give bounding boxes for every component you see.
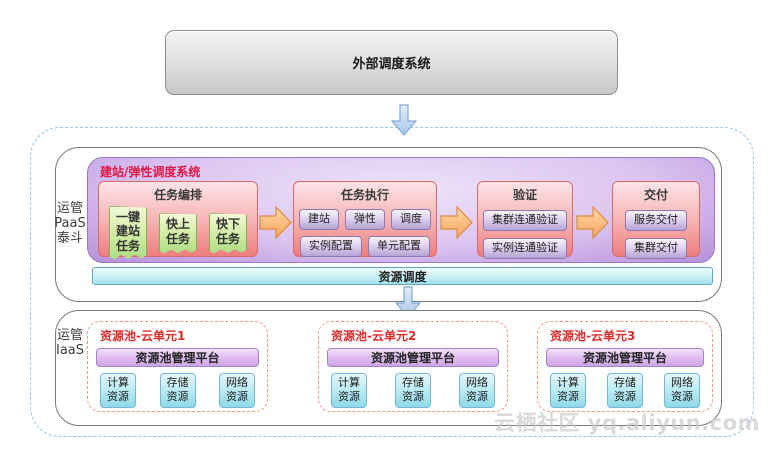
paas-side-label-line: 运管 [56, 201, 83, 216]
flow-arrow-icon [576, 205, 609, 240]
pool-management-platform: 资源池管理平台 [96, 348, 259, 367]
unit-title: 资源池-云单元3 [550, 329, 636, 343]
stage-delivery: 交付 服务交付 集群交付 [612, 181, 700, 259]
task-chip: 调度 [391, 209, 431, 230]
unit-resources: 计算资源 存储资源 网络资源 [100, 373, 255, 408]
compute-resource-box: 计算资源 [550, 373, 586, 408]
stage-title: 任务执行 [340, 188, 389, 202]
storage-resource-box: 存储资源 [395, 373, 431, 408]
iaas-side-label-line: 运管 [56, 328, 83, 343]
task-chip: 建站 [299, 209, 339, 230]
pool-management-platform: 资源池管理平台 [327, 348, 499, 367]
stage-title: 验证 [512, 188, 537, 202]
iaas-side-label: 运管 IaaS [50, 328, 90, 358]
storage-resource-box: 存储资源 [607, 373, 643, 408]
verification-chip: 集群连通验证 [483, 210, 567, 231]
stage-title: 任务编排 [153, 188, 202, 202]
stage-task-execution: 任务执行 建站 弹性 调度 实例配置 单元配置 [293, 181, 437, 257]
verification-chip: 实例连通验证 [483, 237, 567, 259]
delivery-chip: 服务交付 [625, 210, 687, 231]
iaas-side-label-line: IaaS [55, 343, 85, 358]
storage-resource-box: 存储资源 [159, 373, 196, 408]
task-note: 快上任务 [159, 213, 197, 254]
unit-title: 资源池-云单元2 [331, 329, 417, 343]
task-chip: 弹性 [345, 209, 385, 230]
resource-pool-unit-3: 资源池-云单元3 资源池管理平台 计算资源 存储资源 网络资源 [537, 321, 713, 412]
scheduling-system-title: 建站/弹性调度系统 [100, 165, 201, 179]
paas-side-label-line: 泰斗 [56, 231, 83, 246]
stage-title: 交付 [643, 188, 668, 202]
flow-arrow-icon [440, 205, 473, 240]
resource-scheduling-bar: 资源调度 [92, 267, 713, 285]
stage-verification: 验证 集群连通验证 实例连通验证 [477, 181, 573, 259]
task-note: 一键建站任务 [109, 206, 147, 260]
down-arrow-icon [391, 104, 417, 136]
task-chip: 实例配置 [300, 235, 362, 257]
compute-resource-box: 计算资源 [331, 373, 367, 408]
orchestration-notes: 一键建站任务 快上任务 快下任务 [109, 206, 247, 263]
execution-row-1: 建站 弹性 调度 [299, 209, 431, 230]
pool-management-platform: 资源池管理平台 [546, 348, 704, 367]
paas-side-label: 运管 PaaS 泰斗 [50, 201, 90, 246]
stage-task-orchestration: 任务编排 一键建站任务 快上任务 快下任务 [98, 181, 258, 260]
network-resource-box: 网络资源 [664, 373, 700, 408]
resource-pool-unit-2: 资源池-云单元2 资源池管理平台 计算资源 存储资源 网络资源 [318, 321, 508, 412]
unit-resources: 计算资源 存储资源 网络资源 [550, 373, 700, 408]
unit-title: 资源池-云单元1 [100, 329, 186, 343]
network-resource-box: 网络资源 [459, 373, 495, 408]
resource-scheduling-label: 资源调度 [378, 269, 427, 284]
external-scheduler-box: 外部调度系统 [165, 30, 618, 95]
execution-row-2: 实例配置 单元配置 [300, 235, 430, 257]
task-chip: 单元配置 [368, 235, 430, 257]
task-note: 快下任务 [209, 213, 247, 254]
flow-arrow-icon [259, 205, 292, 240]
network-resource-box: 网络资源 [219, 373, 255, 408]
resource-pool-unit-1: 资源池-云单元1 资源池管理平台 计算资源 存储资源 网络资源 [87, 321, 268, 412]
operations-boundary [30, 127, 754, 437]
unit-resources: 计算资源 存储资源 网络资源 [331, 373, 495, 408]
watermark-text: 云栖社区 yq.aliyun.com [494, 411, 760, 435]
compute-resource-box: 计算资源 [100, 373, 136, 408]
delivery-chip: 集群交付 [625, 237, 687, 259]
external-scheduler-label: 外部调度系统 [352, 57, 431, 72]
paas-side-label-line: PaaS [54, 216, 86, 231]
